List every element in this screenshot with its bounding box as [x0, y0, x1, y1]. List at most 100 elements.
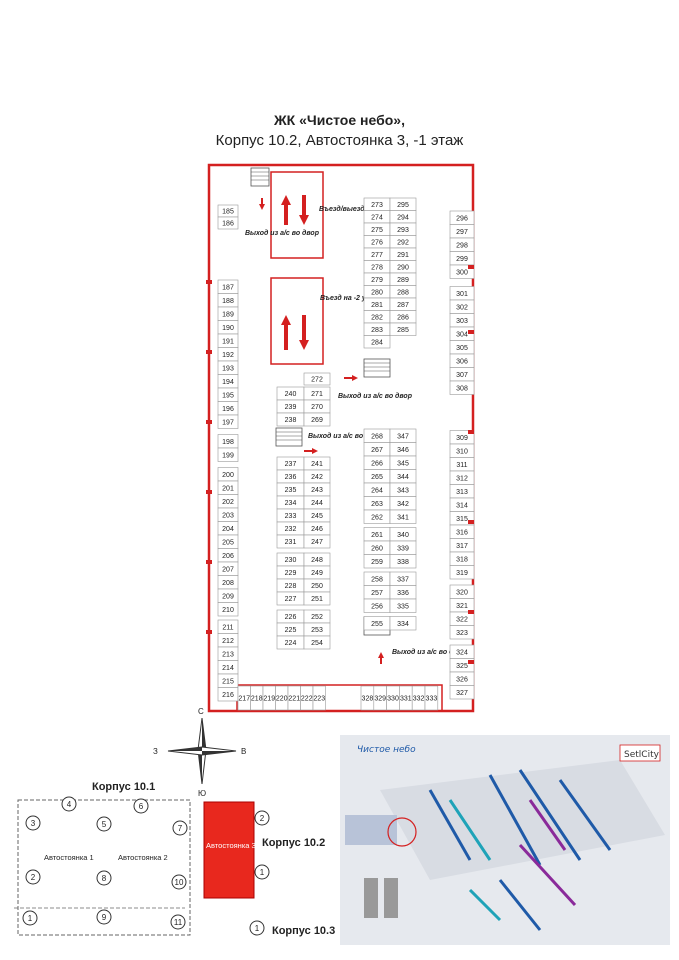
- parking-space: 270: [303, 399, 331, 414]
- parking-space-number: 309: [456, 435, 468, 442]
- parking-space-number: 304: [456, 331, 468, 338]
- parking-space: 206: [217, 548, 239, 563]
- parking-space-number: 199: [222, 452, 234, 459]
- parking-space-number: 324: [456, 649, 468, 656]
- building-circle: 5: [96, 816, 112, 832]
- parking-space-number: 279: [371, 277, 383, 284]
- parking-space: 210: [217, 602, 239, 617]
- parking-space-number: 281: [371, 302, 383, 309]
- parking-space: 299: [449, 251, 475, 266]
- parking-space-number: 222: [301, 696, 313, 703]
- parking-space-number: 224: [285, 640, 297, 647]
- building-circle: 3: [25, 815, 41, 831]
- parking-space-number: 228: [285, 583, 297, 590]
- parking-space-number: 297: [456, 229, 468, 236]
- compass-south: Ю: [198, 789, 206, 798]
- parking-space: 297: [449, 224, 475, 239]
- parking-space-number: 280: [371, 289, 383, 296]
- korpus-10-3-label: Корпус 10.3: [272, 925, 335, 937]
- parking-space-number: 346: [397, 447, 409, 454]
- parking-space: 335: [389, 598, 417, 613]
- parking-space: 318: [449, 551, 475, 566]
- parking-space-number: 269: [311, 417, 323, 424]
- parking-space-number: 260: [371, 545, 383, 552]
- parking-space: 314: [449, 497, 475, 512]
- building-circle: 2: [25, 869, 41, 885]
- parking-space-number: 264: [371, 487, 383, 494]
- parking-space: 274: [363, 210, 391, 224]
- parking-space: 311: [449, 457, 475, 472]
- parking-space: 310: [449, 443, 475, 458]
- parking-space-number: 195: [222, 392, 234, 399]
- parking-space: 291: [389, 247, 417, 261]
- parking-space: 246: [303, 521, 331, 536]
- parking-space-number: 341: [397, 514, 409, 521]
- parking-space: 192: [217, 347, 239, 362]
- parking-space-number: 315: [456, 516, 468, 523]
- parking-space-number: 218: [251, 696, 263, 703]
- parking-space: 248: [303, 552, 331, 567]
- parking-space: 305: [449, 340, 475, 355]
- parking-space: 329: [373, 685, 387, 711]
- parking-space-number: 300: [456, 269, 468, 276]
- parking-space: 290: [389, 260, 417, 274]
- parking-space-number: 187: [222, 284, 234, 291]
- parking-space-number: 246: [311, 526, 323, 533]
- parking-space-number: 231: [285, 539, 297, 546]
- parking-space-number: 233: [285, 513, 297, 520]
- parking-space: 343: [389, 482, 417, 497]
- parking-space: 244: [303, 495, 331, 510]
- parking-space-number: 208: [222, 580, 234, 587]
- parking-space-number: 196: [222, 406, 234, 413]
- column-marker: [206, 630, 212, 634]
- parking-space: 331: [399, 685, 413, 711]
- building-number: 2: [260, 814, 265, 823]
- parking-space: 275: [363, 222, 391, 236]
- parking-space-number: 334: [397, 621, 409, 628]
- parking-space-number: 311: [456, 462, 467, 469]
- parking-space-number: 294: [397, 214, 409, 221]
- parking-space-number: 303: [456, 318, 468, 325]
- column-marker: [206, 350, 212, 354]
- parking-space-number: 207: [222, 566, 234, 573]
- parking-space: 213: [217, 646, 239, 661]
- parking-space-number: 322: [456, 616, 468, 623]
- column-marker: [206, 490, 212, 494]
- parking-space-number: 319: [456, 570, 468, 577]
- parking-space-number: 333: [426, 696, 438, 703]
- parking-space: 294: [389, 210, 417, 224]
- parking-space: 238: [276, 412, 305, 427]
- parking-space: 225: [276, 622, 305, 637]
- parking-space: 229: [276, 565, 305, 580]
- parking-space-number: 314: [456, 502, 468, 509]
- parking-space: 266: [363, 455, 391, 470]
- parking-space: 319: [449, 565, 475, 580]
- parking-space: 338: [389, 554, 417, 569]
- partner-logo: SetlCity: [624, 750, 660, 760]
- parking-space-number: 316: [456, 529, 468, 536]
- parking-space-number: 225: [285, 627, 297, 634]
- parking-space-number: 274: [371, 214, 383, 221]
- building-circle: 1: [249, 920, 265, 936]
- parking-space-number: 289: [397, 277, 409, 284]
- parking-space-number: 271: [311, 391, 323, 398]
- parking-space-number: 229: [285, 570, 297, 577]
- parking-space: 287: [389, 297, 417, 311]
- parking-space: 208: [217, 575, 239, 590]
- compass-west: З: [153, 747, 158, 756]
- parking-space: 265: [363, 469, 391, 484]
- column-marker: [468, 430, 474, 434]
- parking-space: 226: [276, 609, 305, 624]
- parking-space-number: 242: [311, 474, 323, 481]
- parking-space: 230: [276, 552, 305, 567]
- parking-space: 347: [389, 428, 417, 443]
- parking-space: 227: [276, 591, 305, 606]
- parking-space-number: 258: [371, 576, 383, 583]
- parking-space-number: 214: [222, 665, 234, 672]
- building-circle: 2: [254, 810, 270, 826]
- parking-space-number: 277: [371, 252, 383, 259]
- building-number: 11: [174, 918, 183, 927]
- parking-space-number: 326: [456, 676, 468, 683]
- parking-space-number: 250: [311, 583, 323, 590]
- parking-space-number: 219: [263, 696, 275, 703]
